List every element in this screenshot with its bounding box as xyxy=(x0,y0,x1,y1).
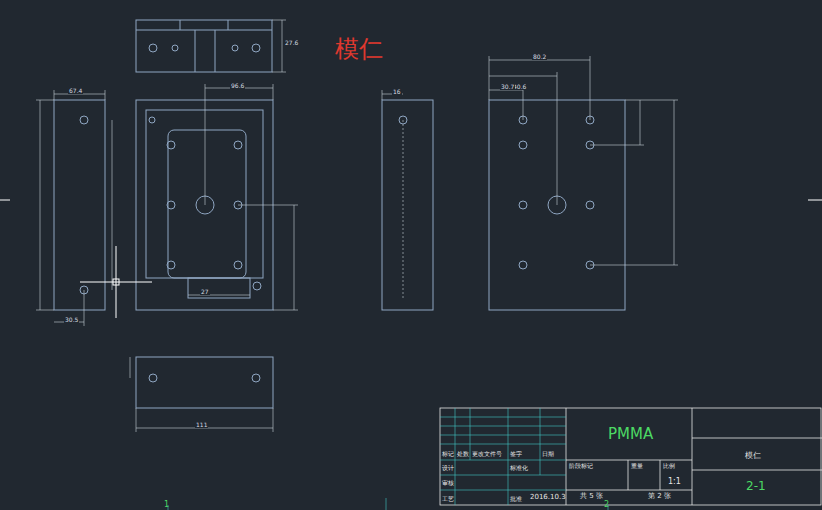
drawing-label: 设计 xyxy=(442,465,454,471)
drawing-label: 27 xyxy=(200,289,210,295)
drawing-label: 111 xyxy=(195,422,208,428)
drawing-label: 96.6 xyxy=(230,83,245,89)
drawing-label: 30.5 xyxy=(64,317,79,323)
drawing-label: 2 xyxy=(604,501,609,509)
drawing-label: 2-1 xyxy=(746,480,766,492)
drawing-label: 16 xyxy=(392,89,402,95)
drawing-label: 审核 xyxy=(442,480,454,486)
drawing-label: 共 5 张 xyxy=(580,493,603,500)
drawing-label: 重量 xyxy=(631,463,643,469)
drawing-label: 27.6 xyxy=(284,40,299,46)
drawing-label: 67.4 xyxy=(68,88,83,94)
drawing-title: 模仁 xyxy=(335,37,383,61)
drawing-label: 2016.10.3 xyxy=(530,494,566,501)
drawing-label: 日期 xyxy=(542,451,554,457)
drawing-label: 模仁 xyxy=(745,452,761,460)
drawing-label: 处数 xyxy=(457,451,469,457)
drawing-label: 标准化 xyxy=(510,465,528,471)
drawing-label: 比例 xyxy=(663,463,675,469)
drawing-label: 批准 xyxy=(510,496,522,502)
drawing-label: 1:1 xyxy=(668,478,681,486)
drawing-label: 签字 xyxy=(510,451,522,457)
drawing-label: 工艺 xyxy=(442,496,454,502)
drawing-label: 第 2 张 xyxy=(648,493,671,500)
drawing-label: 80.2 xyxy=(532,54,547,60)
drawing-label: 更改文件号 xyxy=(472,451,502,457)
drawing-label: 30.7 xyxy=(500,84,515,90)
drawing-label: 标记 xyxy=(442,451,454,457)
drawing-label: 阶段标记 xyxy=(569,463,593,469)
drawing-label: PMMA xyxy=(608,427,653,442)
drawing-label: 1 xyxy=(164,501,169,509)
